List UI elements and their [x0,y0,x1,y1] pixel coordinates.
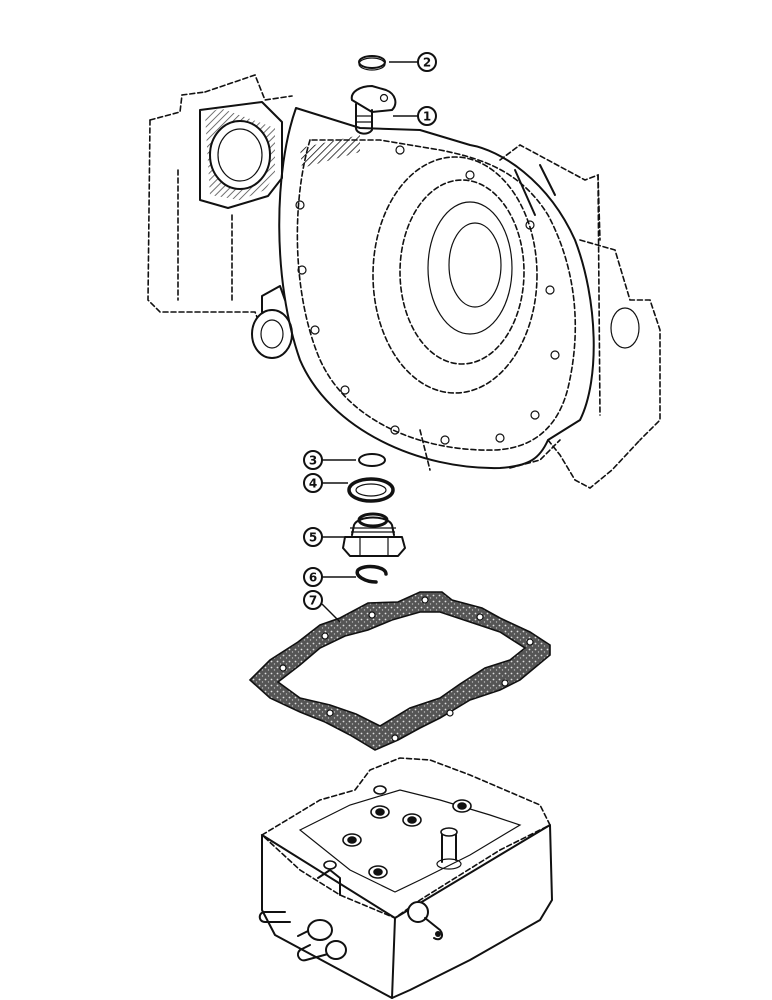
callout-label: 7 [309,594,317,608]
callout-label: 2 [423,56,431,70]
callout-2: 2 [417,52,437,72]
part-2-cap [358,55,386,71]
part-1-elbow-fitting [350,85,397,135]
callout-1: 1 [417,106,437,126]
part-6-snap-ring [355,564,388,584]
part-3-o-ring [358,453,386,467]
callout-label: 6 [309,571,317,585]
transmission-housing [147,73,661,489]
callout-5: 5 [303,527,323,547]
callout-7: 7 [303,590,323,610]
callout-label: 1 [423,110,431,124]
callout-label: 3 [309,454,317,468]
part-7-gasket [248,591,551,751]
part-4-seal-ring [347,477,395,503]
callout-6: 6 [303,567,323,587]
callout-3: 3 [303,450,323,470]
valve-body [258,757,553,999]
callout-label: 4 [309,477,317,491]
callout-leaders [321,61,418,623]
callout-label: 5 [309,531,317,545]
part-5-plug [342,512,406,557]
callout-4: 4 [303,473,323,493]
